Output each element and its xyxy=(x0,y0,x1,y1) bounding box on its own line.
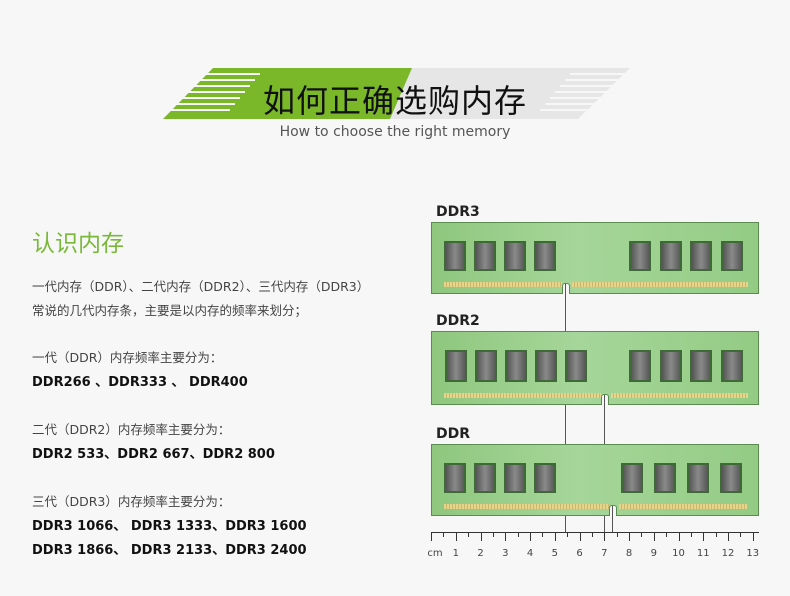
ruler-tick xyxy=(752,532,754,541)
page-title: 如何正确选购内存 xyxy=(262,82,527,120)
ruler-tick-label: 7 xyxy=(601,548,608,559)
ruler-tick xyxy=(468,532,470,537)
memory-module-ddr xyxy=(431,444,759,516)
ruler-tick xyxy=(728,532,729,541)
ruler-tick xyxy=(579,532,581,541)
module-key-notch xyxy=(561,283,570,294)
memory-chip xyxy=(504,241,526,271)
memory-chip xyxy=(720,241,743,271)
memory-chip xyxy=(534,241,556,271)
memory-chip xyxy=(720,463,742,493)
ddr3-values-2: DDR3 1866、 DDR3 2133、DDR3 2400 xyxy=(32,543,307,558)
notch-guide-line xyxy=(611,506,613,532)
section-title: 认识内存 xyxy=(32,231,124,257)
ruler-tick-label: 10 xyxy=(672,548,685,559)
memory-chip xyxy=(687,463,709,493)
notch-guide-line xyxy=(564,284,566,532)
ddr3-values-1: DDR3 1066、 DDR3 1333、DDR3 1600 xyxy=(32,519,307,534)
gold-pins xyxy=(618,504,748,509)
ruler-tick xyxy=(678,532,680,541)
memory-chip xyxy=(444,463,466,493)
ruler-tick xyxy=(443,532,445,537)
memory-chip xyxy=(505,350,527,382)
gold-pins xyxy=(444,282,562,287)
memory-chip xyxy=(475,350,497,382)
ruler-tick xyxy=(455,532,457,541)
ruler-tick-label: 2 xyxy=(477,548,484,559)
ddr2-heading: 二代（DDR2）内存频率主要分为： xyxy=(32,422,231,437)
memory-chip xyxy=(474,463,496,493)
ruler-unit-label: cm xyxy=(427,548,443,559)
memory-chip xyxy=(720,350,743,382)
ruler-tick xyxy=(653,532,655,541)
ruler-tick xyxy=(591,532,593,537)
module-label: DDR3 xyxy=(436,204,480,220)
ruler-tick xyxy=(554,532,556,541)
ruler-tick xyxy=(666,532,668,537)
module-key-notch xyxy=(601,394,610,405)
gold-pins xyxy=(611,393,748,398)
ruler-tick-label: 1 xyxy=(452,548,459,559)
ruler-tick xyxy=(740,532,742,537)
ruler-tick-label: 5 xyxy=(551,548,558,559)
memory-module-ddr3 xyxy=(431,222,759,294)
memory-chip xyxy=(659,350,682,382)
gold-pins xyxy=(444,504,609,509)
intro-line-1: 一代内存（DDR）、二代内存（DDR2）、三代内存（DDR3） xyxy=(32,279,370,294)
ruler-tick xyxy=(641,532,643,537)
module-key-notch xyxy=(608,505,617,516)
gold-pins xyxy=(444,393,602,398)
ruler-tick xyxy=(480,532,482,541)
ruler-tick-label: 6 xyxy=(576,548,583,559)
memory-chip xyxy=(534,463,556,493)
memory-chip xyxy=(654,463,676,493)
ddr3-heading: 三代（DDR3）内存频率主要分为： xyxy=(32,494,231,509)
memory-chip xyxy=(565,350,587,382)
ruler-tick-label: 9 xyxy=(650,548,657,559)
memory-chip xyxy=(535,350,557,382)
intro-line-2: 常说的几代内存条，主要是以内存的频率来划分； xyxy=(32,303,308,318)
ruler-tick xyxy=(690,532,692,537)
ruler-tick xyxy=(517,532,519,537)
memory-chip xyxy=(629,241,651,271)
memory-chip xyxy=(504,463,526,493)
memory-chip xyxy=(474,241,496,271)
ruler-tick-label: 8 xyxy=(625,548,633,559)
ruler-tick-label: 3 xyxy=(502,548,509,559)
ruler-tick xyxy=(703,532,705,541)
ruler-tick xyxy=(505,532,507,541)
ruler-tick xyxy=(715,532,717,537)
module-label: DDR2 xyxy=(436,313,480,329)
ruler-tick xyxy=(604,532,606,541)
ruler-tick xyxy=(567,532,569,537)
ruler-tick-label: 13 xyxy=(746,548,760,559)
ruler-tick-label: 4 xyxy=(526,548,534,559)
memory-chip xyxy=(690,350,712,382)
memory-chip xyxy=(621,463,643,493)
ddr-values: DDR266 、DDR333 、 DDR400 xyxy=(32,375,248,390)
memory-chip xyxy=(629,350,651,382)
title-banner xyxy=(163,68,630,119)
memory-chip xyxy=(444,241,466,271)
ruler-tick xyxy=(492,532,494,537)
ruler-tick xyxy=(530,532,531,541)
gold-pins xyxy=(571,282,748,287)
ruler-tick xyxy=(629,532,630,541)
ddr2-values: DDR2 533、DDR2 667、DDR2 800 xyxy=(32,447,275,462)
memory-chip xyxy=(690,241,712,271)
ruler-baseline xyxy=(431,532,759,533)
ruler-tick xyxy=(431,532,432,541)
memory-module-ddr2 xyxy=(431,331,759,405)
page-subtitle: How to choose the right memory xyxy=(279,124,511,140)
ruler-tick xyxy=(542,532,544,537)
memory-chip xyxy=(659,241,682,271)
ruler-tick-label: 11 xyxy=(696,548,710,559)
ruler-tick-label: 12 xyxy=(721,548,735,559)
ruler-tick xyxy=(616,532,618,537)
ddr-heading: 一代（DDR）内存频率主要分为： xyxy=(32,350,223,365)
module-label: DDR xyxy=(436,426,471,442)
memory-chip xyxy=(445,350,467,382)
